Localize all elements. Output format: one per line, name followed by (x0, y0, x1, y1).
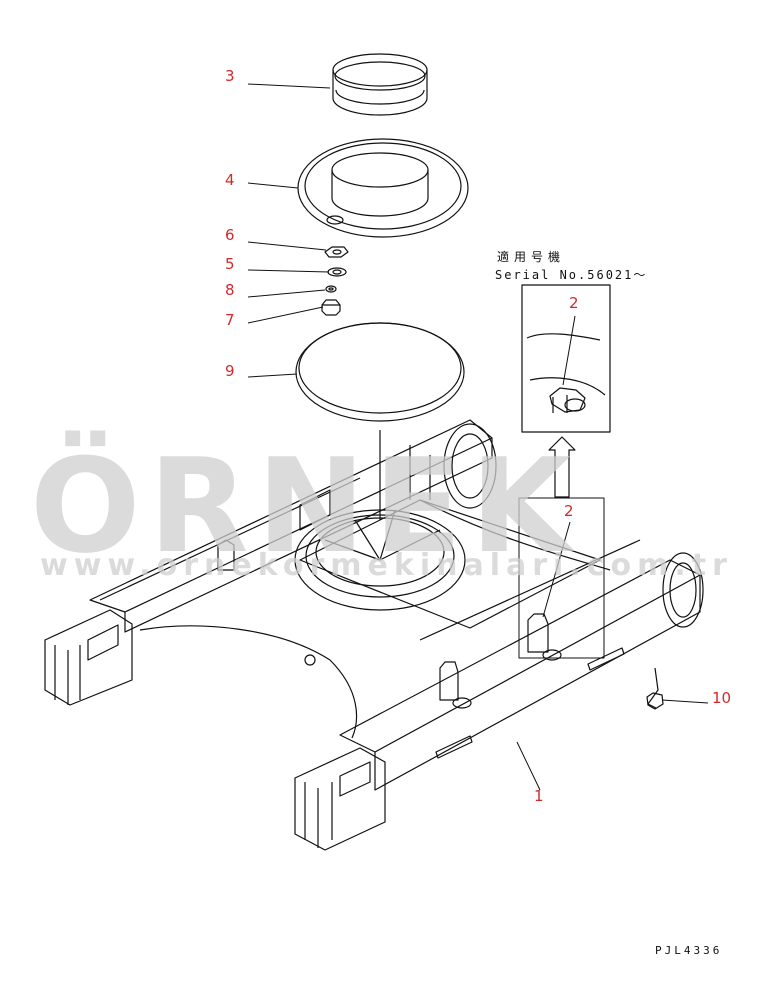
part-3-seal-ring (332, 53, 428, 116)
callout-9: 9 (225, 362, 235, 380)
part-7-nut (321, 299, 341, 316)
part-10-grease-fitting (646, 692, 664, 710)
callout-2-detail: 2 (569, 294, 579, 312)
part-5-shim (327, 267, 347, 277)
applicability-note-title: 適用号機 (497, 250, 566, 264)
callout-2-main: 2 (564, 502, 574, 520)
callout-4: 4 (225, 171, 235, 189)
applicability-note-serial: Serial No.56021～ (495, 268, 648, 282)
drawing-code: PJL4336 (655, 944, 723, 957)
callout-10: 10 (712, 689, 732, 707)
part-4-cover-plate (297, 138, 469, 238)
up-arrow (548, 436, 576, 498)
callout-7: 7 (225, 311, 235, 329)
callout-1: 1 (534, 787, 544, 805)
watermark-url: www.ornekormekinalari.com.tr (40, 548, 733, 583)
watermark-logo: ÖRNEK (30, 430, 579, 582)
callout-8: 8 (225, 281, 235, 299)
part-9-large-seal-ring (295, 322, 465, 422)
detail-box (521, 284, 611, 433)
detail-frame (518, 497, 605, 659)
callout-3: 3 (225, 67, 235, 85)
part-6-plate (324, 246, 349, 258)
leader-lines (247, 83, 709, 791)
callout-5: 5 (225, 255, 235, 273)
callout-6: 6 (225, 226, 235, 244)
part-1-track-frame (44, 419, 704, 851)
part-8-washer (325, 285, 337, 293)
